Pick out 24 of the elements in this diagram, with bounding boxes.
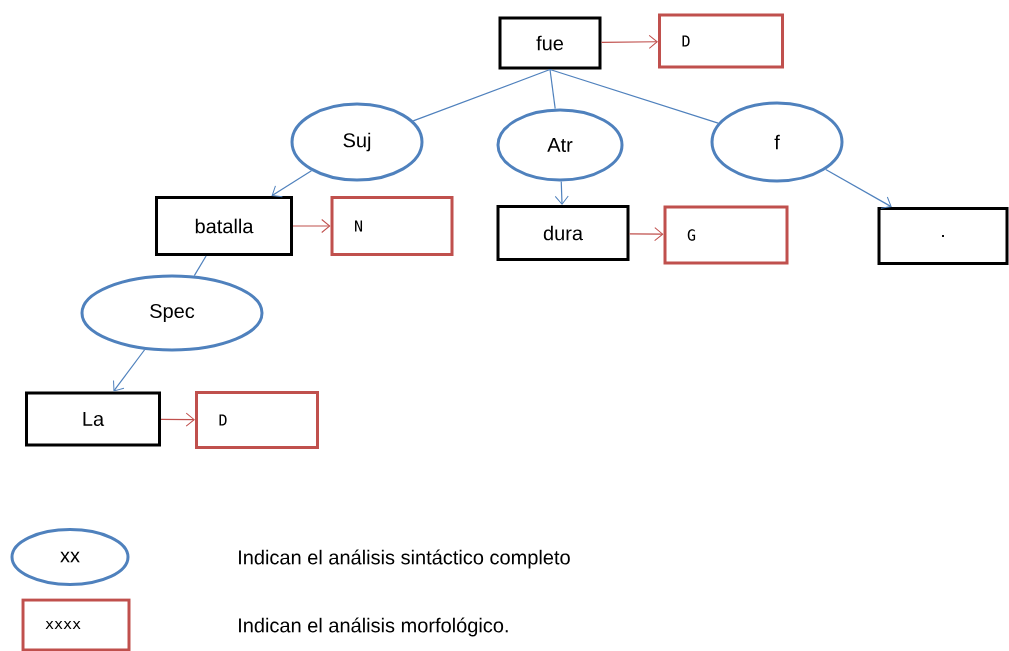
category-box: G: [663, 205, 789, 265]
arrow: [600, 34, 658, 49]
legend-text: Indican el análisis sintáctico completo: [239, 549, 570, 569]
connector-line: [193, 255, 207, 277]
legend-text: Indican el análisis morfológico.: [239, 617, 508, 637]
arrow: [292, 219, 331, 233]
category-box: xxxx: [21, 598, 131, 651]
category-box: D: [658, 13, 784, 69]
category-box: D: [195, 391, 319, 449]
connector-line: [549, 68, 719, 124]
word-box: fue: [498, 16, 602, 70]
connector-line: [549, 68, 556, 110]
connector-line: [412, 68, 551, 122]
arrow: [271, 170, 313, 198]
arrow: [825, 169, 892, 209]
arrow: [160, 412, 195, 427]
word-box: .: [877, 207, 1009, 265]
arrow: [554, 180, 569, 205]
word-box: dura: [496, 205, 630, 261]
category-box: N: [330, 196, 454, 256]
word-box: batalla: [155, 196, 293, 256]
arrow: [113, 349, 146, 392]
arrow: [628, 227, 664, 242]
word-box: La: [25, 391, 161, 447]
